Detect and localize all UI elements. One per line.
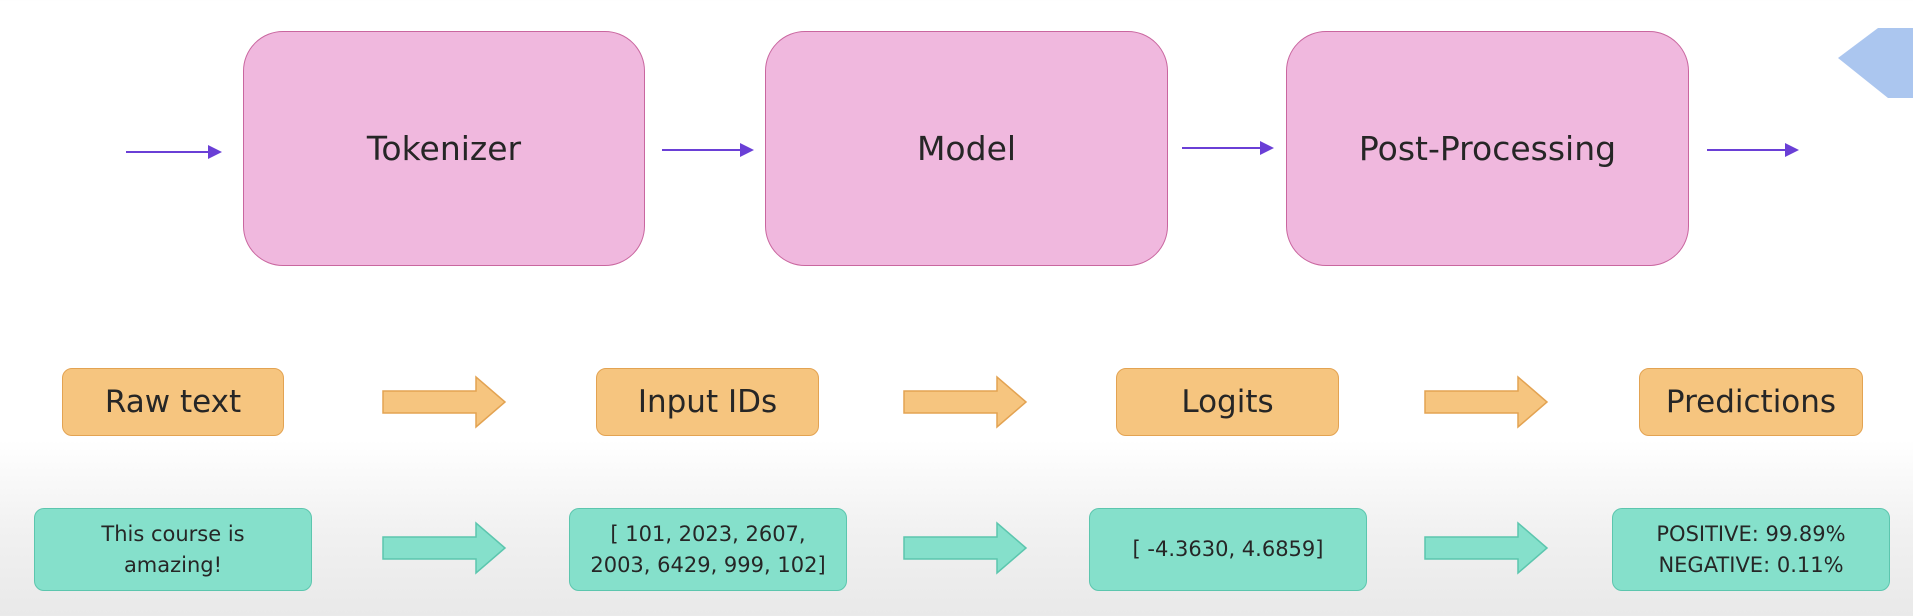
value-arrow-2 [903, 521, 1028, 575]
decorative-shape [1838, 28, 1913, 98]
logits-example-text: [ -4.3630, 4.6859] [1132, 537, 1324, 561]
input-ids-label: Input IDs [596, 368, 819, 436]
logits-label-text: Logits [1181, 384, 1274, 420]
logits-example: [ -4.3630, 4.6859] [1089, 508, 1367, 591]
raw-text-label: Raw text [62, 368, 284, 436]
flow-arrow-model-to-postprocessing [1182, 141, 1274, 155]
post-processing-stage: Post-Processing [1286, 31, 1689, 266]
input-ids-label-text: Input IDs [637, 384, 778, 420]
predictions-example: POSITIVE: 99.89% NEGATIVE: 0.11% [1612, 508, 1890, 591]
tokenizer-stage-label: Tokenizer [366, 129, 522, 168]
label-arrow-3 [1424, 375, 1549, 429]
flow-arrow-out [1707, 143, 1799, 157]
input-ids-example-text: [ 101, 2023, 2607, 2003, 6429, 999, 102] [590, 521, 826, 577]
raw-text-example-text: This course is amazing! [101, 521, 245, 577]
model-stage: Model [765, 31, 1168, 266]
predictions-example-text: POSITIVE: 99.89% NEGATIVE: 0.11% [1656, 521, 1846, 577]
raw-text-example: This course is amazing! [34, 508, 312, 591]
post-processing-stage-label: Post-Processing [1358, 129, 1617, 168]
tokenizer-stage: Tokenizer [243, 31, 645, 266]
flow-arrow-in [126, 145, 222, 159]
predictions-label: Predictions [1639, 368, 1863, 436]
logits-label: Logits [1116, 368, 1339, 436]
model-stage-label: Model [916, 129, 1017, 168]
raw-text-label-text: Raw text [104, 384, 242, 420]
label-arrow-2 [903, 375, 1028, 429]
flow-arrow-tokenizer-to-model [662, 143, 754, 157]
predictions-label-text: Predictions [1665, 384, 1837, 420]
value-arrow-3 [1424, 521, 1549, 575]
input-ids-example: [ 101, 2023, 2607, 2003, 6429, 999, 102] [569, 508, 847, 591]
label-arrow-1 [382, 375, 507, 429]
value-arrow-1 [382, 521, 507, 575]
